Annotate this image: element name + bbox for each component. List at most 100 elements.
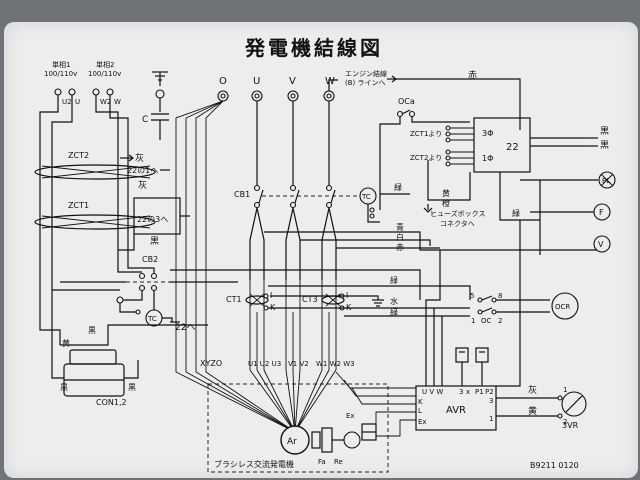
yellow-wire-b: 黄 [62, 338, 70, 348]
pilot-lamp [598, 171, 616, 189]
exciter-label: Ex [346, 412, 355, 420]
water-wire: 水 [390, 296, 398, 306]
terminal-u: U [75, 98, 80, 106]
ocr-label: OCR [555, 303, 570, 311]
brushless-generator-box [207, 383, 389, 473]
vr-pin-1: 1 [563, 386, 567, 394]
blue-wire-a: 青 [396, 222, 404, 232]
cb2-to-ct-wires [52, 269, 421, 300]
ct1-label: CT1 [226, 295, 242, 304]
avr-num-1: 1 [489, 415, 493, 423]
vr-pin-2: 2 [563, 418, 567, 426]
exciter-terminals [361, 423, 377, 441]
rotating-rectifier [311, 427, 361, 453]
avr-p2: P2 [485, 388, 494, 396]
zct2-from-label: ZCT2より [410, 154, 442, 162]
black-out-2: 黒 [600, 140, 609, 151]
zct-input-terminals [445, 125, 451, 167]
engine-line-wire [328, 79, 338, 91]
phase-leads [256, 101, 330, 185]
fa-label: Fa [318, 458, 326, 466]
receptacle-wires [39, 95, 129, 345]
terminal-v-label: V [289, 76, 296, 87]
black-wire-c: 黒 [88, 326, 96, 335]
oc-label: OC [481, 317, 492, 325]
overcurrent-relay [551, 292, 579, 320]
phase3-label: 3Φ [482, 129, 493, 138]
receptacle-1-label: 単相1 [52, 60, 70, 69]
frequency-meter-label: F [599, 208, 604, 217]
oca-contacts [396, 109, 416, 118]
zct2-coil [34, 164, 156, 180]
receptacle-terminals [54, 88, 114, 96]
voltmeter-label: V [598, 240, 604, 249]
yellow-wire-a: 黄 [442, 188, 450, 198]
engine-line-label-2: (B) ラインへ [345, 79, 386, 87]
engine-line-label-1: エンジン結線 [345, 69, 387, 78]
cb1-outputs [249, 207, 337, 280]
terminal-w-label: W [325, 76, 335, 87]
terminal-w: W [114, 98, 121, 106]
oc-num-5: 5 [470, 292, 474, 300]
black-wire-a: 黒 [150, 236, 159, 247]
capacitor-label: C [142, 115, 148, 125]
gauge-wires [264, 179, 600, 255]
serial-number: B9211 0120 [530, 461, 579, 470]
w-group-label: W1 W2 W3 [316, 360, 355, 368]
green-wire-b: 緑 [512, 208, 520, 218]
green-wire-d: 緑 [390, 307, 398, 317]
black-wire-e: 黒 [128, 383, 136, 392]
to-22-1-a: 22の1へ [127, 166, 158, 175]
avr-diode-blocks [455, 347, 489, 386]
unit-22-label: 22 [506, 142, 519, 153]
oc-num-8: 8 [498, 292, 502, 300]
green-wire-c: 緑 [390, 275, 398, 285]
avr-l: L [418, 407, 422, 415]
avr-uvw: U V W [422, 388, 443, 396]
pilot-lamp-label: PL [602, 177, 610, 185]
red-wire-top-label: 赤 [468, 70, 477, 81]
terminal-o-label: O [219, 76, 227, 87]
fuse-box-label-2: コネクタへ [440, 219, 475, 228]
avr-x: x [466, 388, 470, 396]
oc-relay-contacts [477, 295, 497, 315]
con-label: CON1,2 [96, 398, 127, 407]
armature-fan-in [175, 360, 337, 433]
cb1-breaker [253, 184, 360, 209]
avr-supply-wires [425, 220, 521, 387]
yellow-wire-c: 黄 [528, 405, 537, 417]
voltmeter [593, 235, 611, 253]
terminal-u2: U2 [62, 98, 72, 106]
zct1-label: ZCT1 [68, 201, 89, 210]
receptacle-2-label: 単相2 [96, 60, 114, 69]
zct1-coil [34, 214, 156, 230]
green-wire-a: 緑 [394, 182, 402, 192]
cb2-breaker [126, 272, 170, 292]
ct-ground [350, 295, 384, 307]
diagram-title: 発電機結線図 [244, 36, 383, 60]
v-group-label: V1 V2 [288, 360, 309, 368]
gray-wire-a: 灰 [135, 152, 144, 164]
stator-leads [249, 280, 337, 370]
avr-k: K [418, 398, 423, 406]
oca-label: OCa [398, 97, 415, 106]
neutral-fan-wires [175, 100, 224, 360]
avr-label: AVR [446, 405, 466, 416]
zct1-from-label: ZCT1より [410, 130, 442, 138]
gray-wire-b: 灰 [138, 179, 147, 191]
generator-name: ブラシレス交流発電機 [214, 459, 294, 469]
ct1-transformer [245, 293, 269, 307]
armature-label: Ar [287, 437, 297, 447]
phase1-label: 1Φ [482, 154, 493, 163]
re-label: Re [334, 458, 343, 466]
avr-3: 3 [459, 388, 463, 396]
ct3-label: CT3 [302, 295, 318, 304]
white-wire-a: 白 [396, 232, 404, 242]
terminal-w2: W2 [100, 98, 111, 106]
tc-top-label: TC [361, 193, 371, 201]
voltage-regulator [557, 391, 587, 419]
generator-to-avr [335, 371, 416, 437]
receptacle-2-voltage: 100/110v [88, 70, 121, 78]
